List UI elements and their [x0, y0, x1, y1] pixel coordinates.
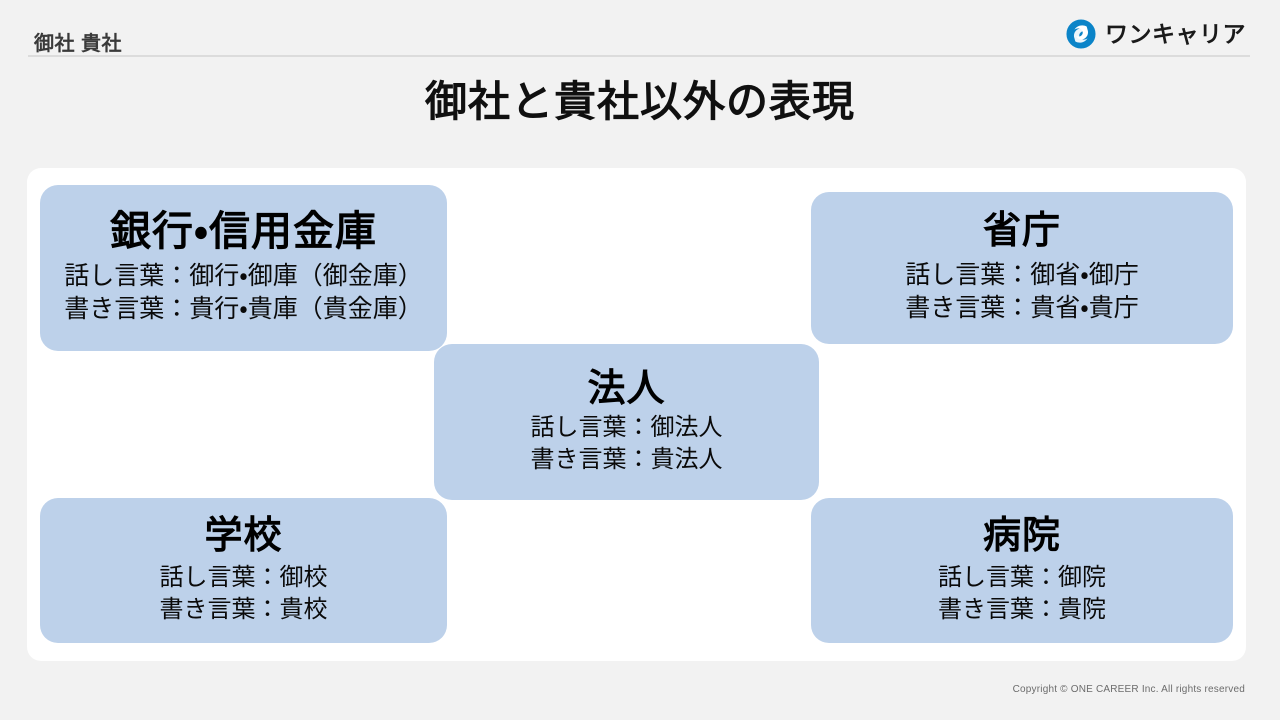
term-card-written-line: 書き言葉：貴校 [159, 595, 328, 623]
header-breadcrumb-label: 御社 貴社 [34, 33, 123, 55]
term-card-bank: 銀行・信用金庫 話し言葉：御行・御庫（御金庫） 書き言葉：貴行・貴庫（貴金庫） [40, 185, 447, 351]
term-card-hospital: 病院 話し言葉：御院 書き言葉：貴院 [811, 498, 1233, 643]
term-card-written-line: 書き言葉：貴行・貴庫（貴金庫） [64, 295, 423, 324]
term-card-heading: 学校 [204, 515, 283, 558]
term-card-written-line: 書き言葉：貴院 [938, 595, 1106, 623]
term-card-spoken-line: 話し言葉：御省・御庁 [905, 261, 1139, 290]
term-card-heading: 病院 [982, 515, 1061, 558]
copyright-notice: Copyright © ONE CAREER Inc. All rights r… [1012, 684, 1245, 695]
term-card-heading: 銀行・信用金庫 [110, 208, 377, 255]
term-card-ministry: 省庁 話し言葉：御省・御庁 書き言葉：貴省・貴庁 [811, 192, 1233, 344]
brand-logo: ワンキャリア [1066, 19, 1246, 49]
term-card-spoken-line: 話し言葉：御行・御庫（御金庫） [64, 262, 423, 291]
term-card-school: 学校 話し言葉：御校 書き言葉：貴校 [40, 498, 447, 643]
term-card-usage: 話し言葉：御院 書き言葉：貴院 [938, 562, 1106, 626]
term-card-spoken-line: 話し言葉：御院 [938, 563, 1106, 591]
term-card-usage: 話し言葉：御校 書き言葉：貴校 [160, 562, 328, 626]
slide-header: 御社 貴社 ワンキャリア [0, 0, 1280, 57]
term-card-heading: 省庁 [982, 210, 1061, 253]
header-divider [28, 55, 1250, 57]
term-card-corporation: 法人 話し言葉：御法人 書き言葉：貴法人 [434, 344, 819, 500]
term-card-written-line: 書き言葉：貴法人 [530, 446, 723, 474]
term-card-usage: 話し言葉：御省・御庁 書き言葉：貴省・貴庁 [905, 259, 1139, 326]
term-card-spoken-line: 話し言葉：御法人 [530, 414, 723, 442]
term-card-usage: 話し言葉：御法人 書き言葉：貴法人 [531, 412, 723, 476]
term-card-heading: 法人 [587, 367, 666, 410]
term-card-spoken-line: 話し言葉：御校 [159, 563, 328, 591]
content-panel: 銀行・信用金庫 話し言葉：御行・御庫（御金庫） 書き言葉：貴行・貴庫（貴金庫） … [27, 168, 1246, 661]
term-card-written-line: 書き言葉：貴省・貴庁 [905, 294, 1139, 323]
page-title: 御社と貴社以外の表現 [424, 78, 855, 125]
brand-name-label: ワンキャリア [1105, 20, 1246, 47]
swirl-logo-icon [1066, 19, 1096, 49]
term-card-usage: 話し言葉：御行・御庫（御金庫） 書き言葉：貴行・貴庫（貴金庫） [34, 260, 454, 327]
